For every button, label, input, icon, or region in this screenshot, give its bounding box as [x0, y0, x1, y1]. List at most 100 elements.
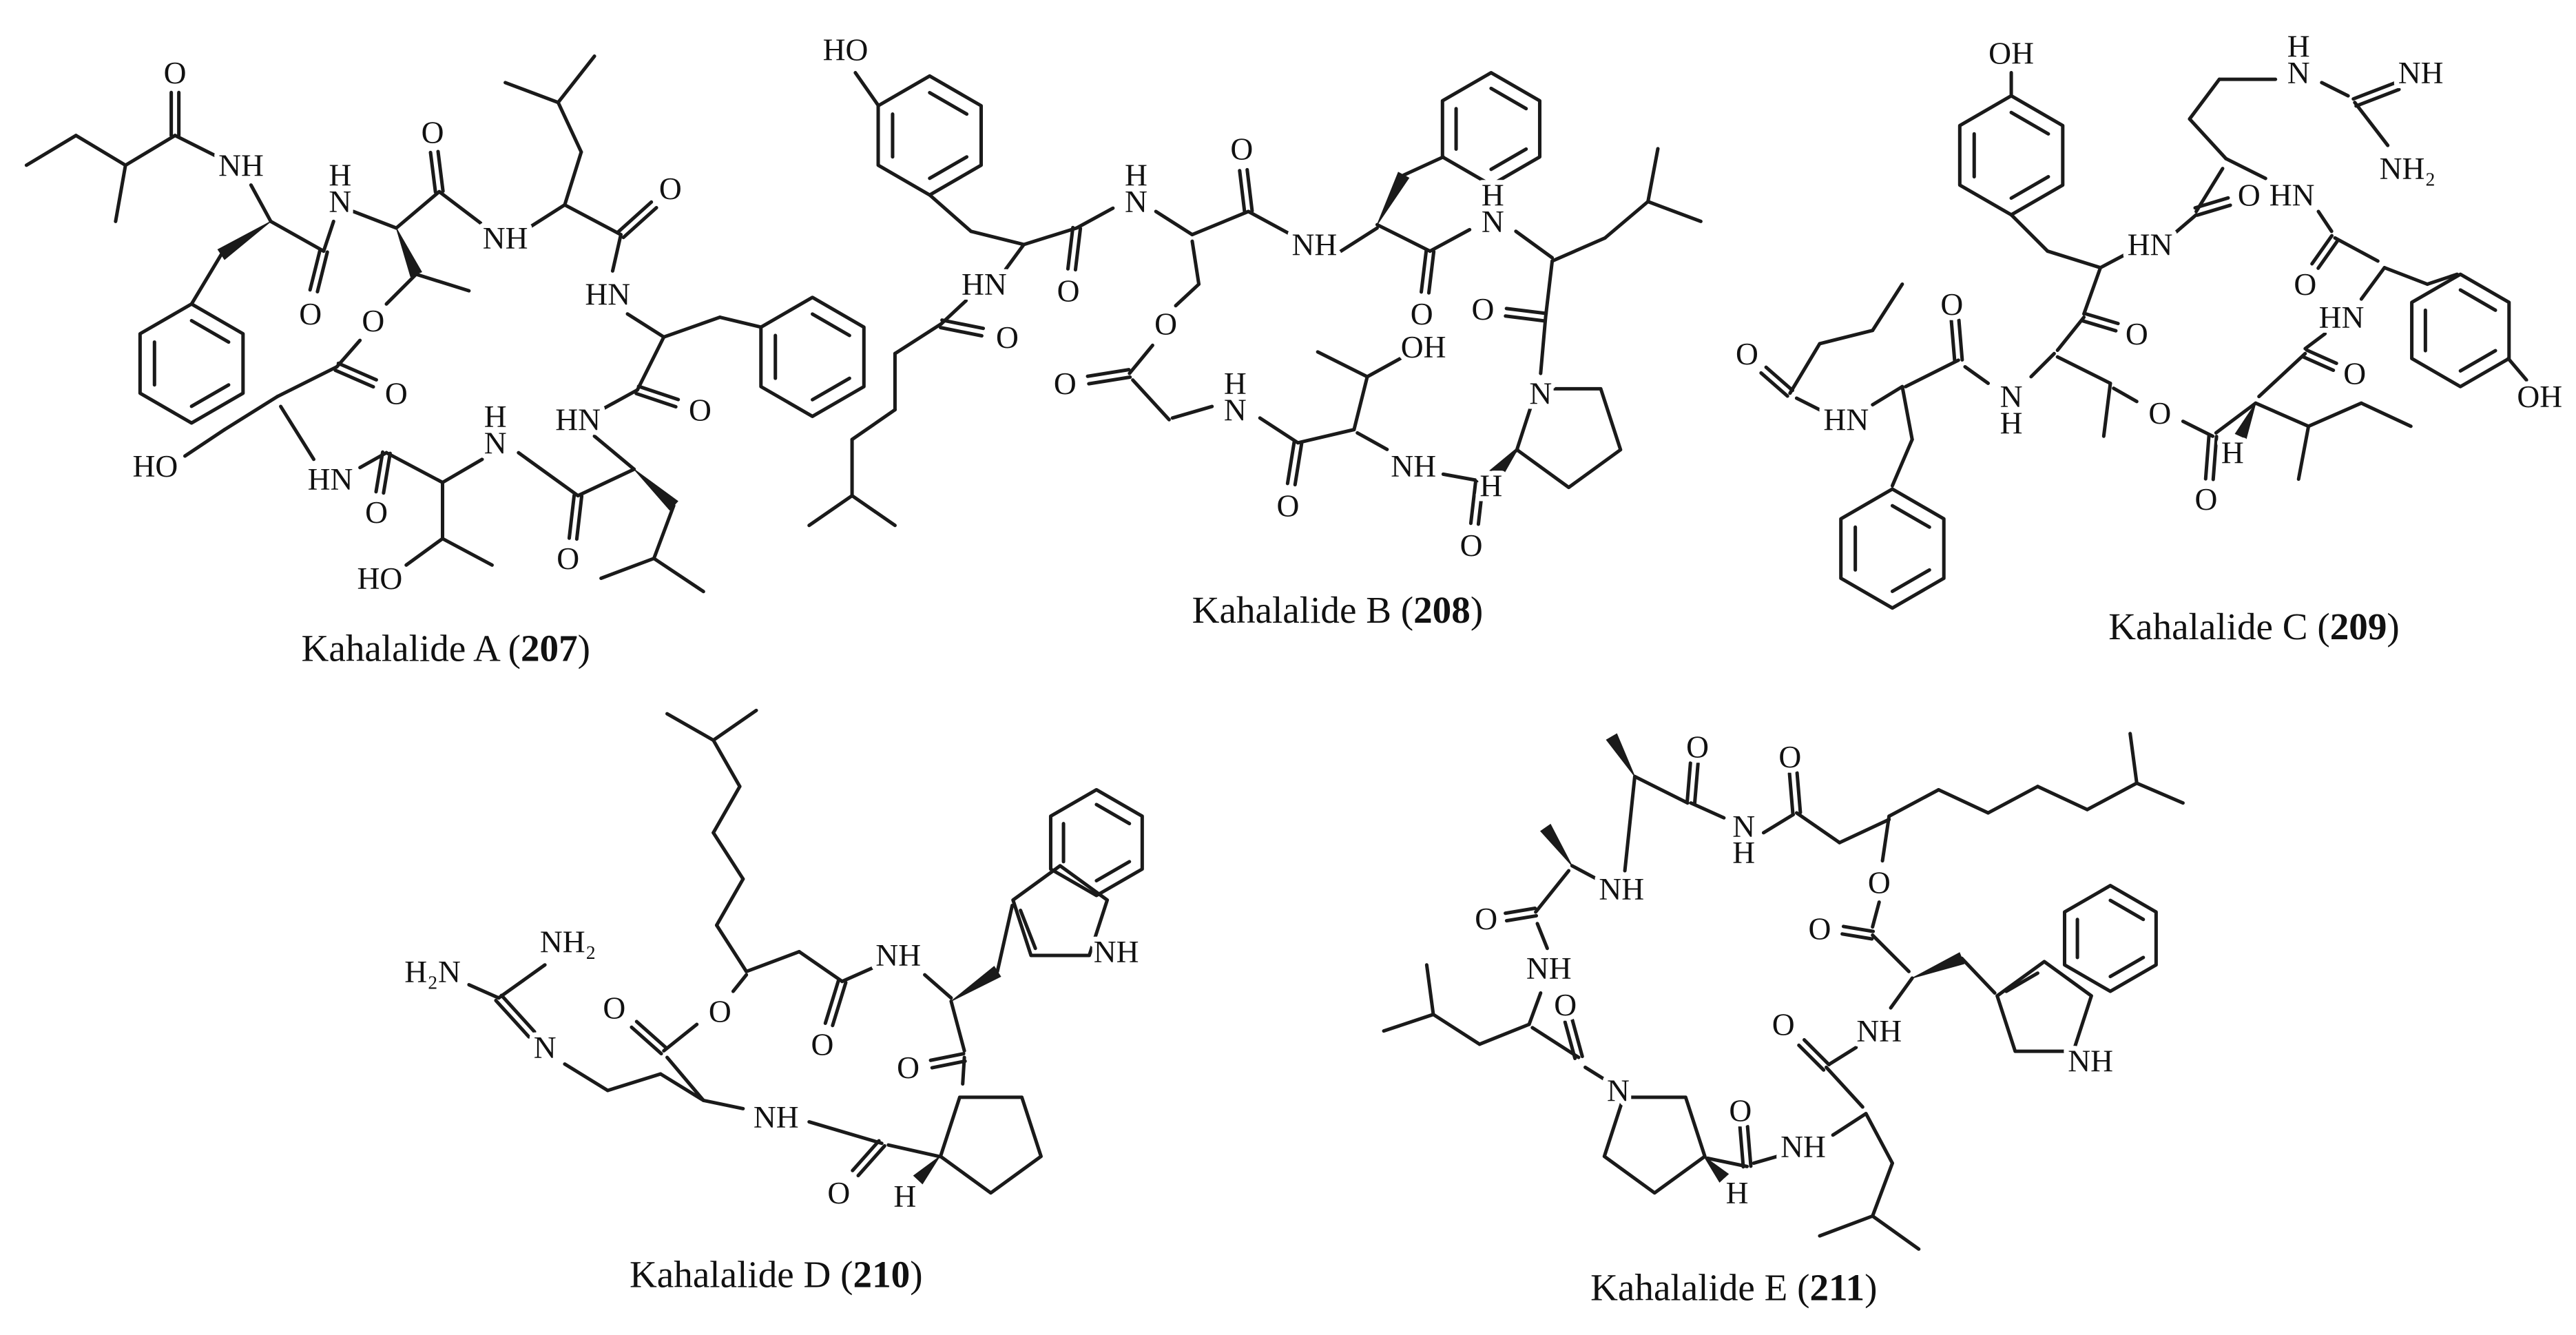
wedge-bond [1606, 733, 1636, 777]
atom-label: H [1726, 1175, 1749, 1210]
five-membered-ring [1011, 864, 1110, 958]
bond [850, 408, 897, 442]
bond [189, 252, 223, 306]
bond [1190, 209, 1250, 237]
double-bond [494, 998, 531, 1039]
bond [1603, 200, 1650, 240]
atom-label: O [2148, 395, 2171, 431]
bond [1530, 1026, 1581, 1059]
double-bond [2193, 196, 2230, 210]
double-bond [634, 1020, 668, 1050]
atom-label: O [1940, 287, 1963, 322]
aromatic-inner-bond [1890, 504, 1931, 529]
atom-label: NH [1391, 448, 1436, 484]
double-bond [315, 250, 329, 293]
bond [1889, 976, 1914, 1010]
bond [2214, 401, 2258, 435]
bond [711, 831, 745, 881]
bond [2188, 117, 2228, 161]
bond [1477, 1022, 1531, 1046]
double-bond [1086, 368, 1131, 378]
bond [2296, 424, 2311, 482]
bond [1074, 206, 1115, 230]
bond [1871, 933, 1911, 973]
atom-label: O [299, 296, 322, 331]
atom-label: NH₂ [540, 924, 596, 960]
bond [711, 738, 742, 789]
double-bond [2305, 348, 2338, 365]
bond [1900, 384, 1914, 442]
atom-label: O [1686, 729, 1709, 765]
bond [701, 1098, 745, 1110]
double-bond [1738, 1125, 1745, 1169]
double-bond [1293, 442, 1304, 487]
double-bond [308, 248, 322, 292]
aromatic-inner-bond [2009, 110, 2050, 136]
aromatic-inner-bond [2458, 288, 2497, 312]
atom-label: O [996, 320, 1019, 355]
double-bond [1066, 225, 1075, 271]
atom-label: NH₂ [2380, 151, 2436, 186]
double-bond [2351, 81, 2398, 101]
bond [183, 428, 227, 458]
bond [437, 189, 483, 225]
bond [1544, 259, 1555, 320]
double-bond [2203, 434, 2211, 481]
bond [1131, 378, 1171, 422]
bond [1871, 1161, 1894, 1218]
atom-label: HN [585, 276, 630, 311]
bond [414, 272, 471, 293]
bond [269, 219, 326, 253]
double-bond [1787, 772, 1795, 816]
atom-label: HN [555, 402, 601, 437]
aromatic-inner-bond [2009, 175, 2050, 200]
aromatic-inner-bond [1094, 860, 1132, 883]
double-bond [1840, 932, 1874, 941]
aromatic-inner-bond [2108, 955, 2146, 979]
double-bond [634, 391, 678, 408]
atom-label: HN [1823, 402, 1869, 437]
benzene-ring [759, 296, 866, 418]
bond [1190, 239, 1201, 287]
bond [662, 315, 722, 339]
bond [662, 1022, 699, 1053]
bond [1705, 1156, 1749, 1168]
benzene-ring [876, 74, 984, 197]
bond [1170, 404, 1214, 420]
bond [1174, 282, 1201, 308]
aromatic-inner-bond [1489, 86, 1528, 111]
bond [2303, 331, 2327, 351]
atom-label: O [1554, 987, 1577, 1022]
wedge-bond [217, 220, 271, 260]
double-bond [436, 149, 445, 194]
double-bond [1764, 365, 1794, 393]
bond [1441, 472, 1482, 483]
bond [711, 708, 758, 743]
bond [1890, 437, 1914, 488]
bond [440, 537, 494, 567]
atom-label: O [1868, 865, 1891, 900]
atom-label: H [1125, 158, 1147, 193]
benzene-ring [138, 302, 245, 425]
atom-label: O [1736, 336, 1758, 371]
bond [599, 557, 656, 580]
bond [2171, 213, 2199, 237]
double-bond [2211, 435, 2219, 482]
bond [745, 950, 801, 973]
bond [2112, 386, 2139, 404]
double-bond [831, 980, 848, 1028]
double-bond [1238, 169, 1247, 214]
atom-label: O [659, 171, 682, 206]
atom-label: NH [483, 220, 528, 256]
bond [850, 494, 897, 528]
double-bond [333, 369, 375, 389]
bond [563, 150, 583, 207]
wedge-bond [1376, 172, 1410, 225]
atom-label: NH [1780, 1129, 1826, 1164]
bond [2506, 356, 2528, 382]
bond [592, 434, 636, 471]
bond [2194, 167, 2225, 214]
atom-label: O [2343, 356, 2366, 391]
